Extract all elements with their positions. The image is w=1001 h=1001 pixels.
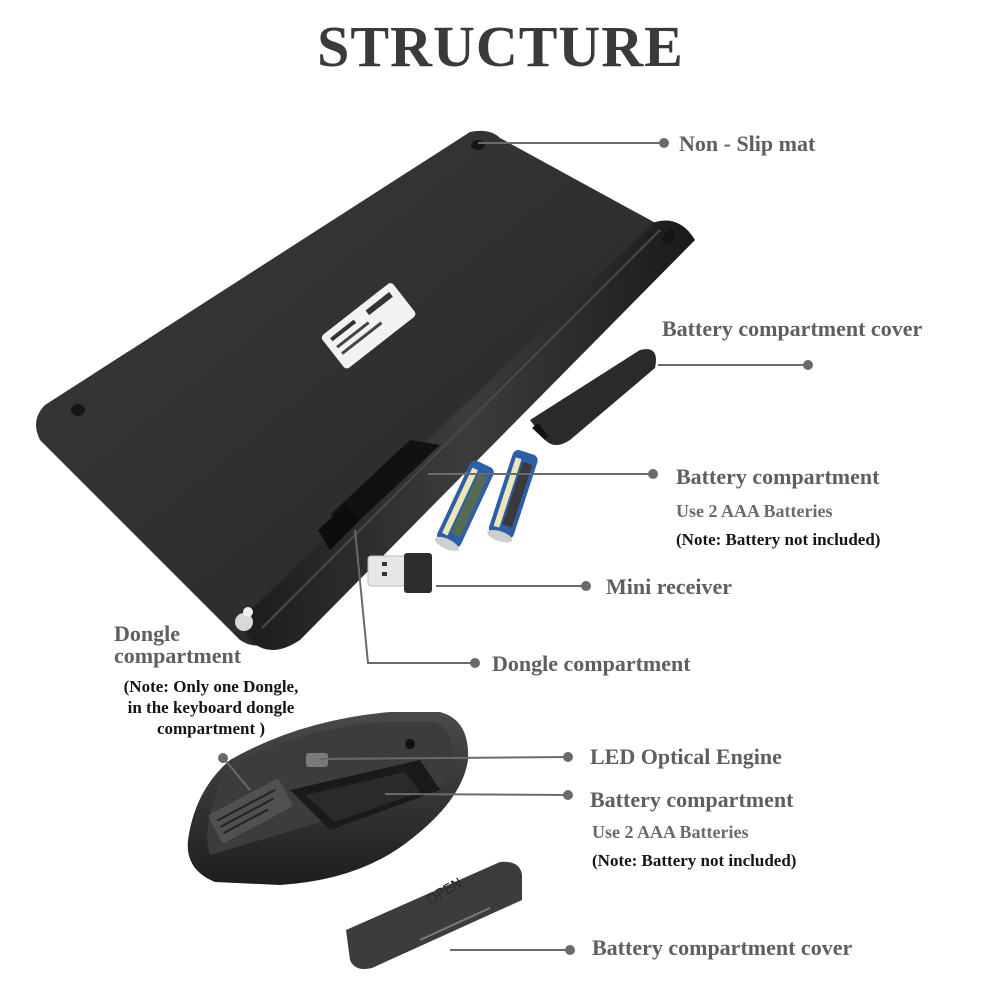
keyboard-battery-note: (Note: Battery not included) <box>676 530 881 549</box>
callout-keyboard-battery-compartment: Battery compartment <box>676 464 880 489</box>
callout-mouse-battery-compartment: Battery compartment <box>590 787 794 812</box>
keyboard-battery-cover-image <box>530 349 656 445</box>
aaa-batteries-image <box>434 450 538 552</box>
keyboard-battery-sub: Use 2 AAA Batteries <box>676 501 833 521</box>
callout-non-slip-mat: Non - Slip mat <box>679 131 816 156</box>
mouse-dongle-note: (Note: Only one Dongle, in the keyboard … <box>106 676 316 739</box>
mouse-image <box>187 712 469 885</box>
mini-receiver-image <box>367 553 432 593</box>
mouse-battery-cover-image: OPEN <box>346 861 522 969</box>
mouse-battery-sub: Use 2 AAA Batteries <box>592 822 749 842</box>
callout-keyboard-battery-cover: Battery compartment cover <box>662 316 923 341</box>
leader-lines <box>224 142 808 951</box>
page-title: STRUCTURE <box>317 14 684 79</box>
leader-dots <box>218 138 813 955</box>
mouse-dongle-note-line1: (Note: Only one Dongle, <box>123 677 299 696</box>
mouse-dongle-label-line1: Dongle <box>114 621 180 646</box>
callout-led-optical-engine: LED Optical Engine <box>590 744 782 769</box>
callout-mini-receiver: Mini receiver <box>606 574 733 599</box>
mouse-battery-note: (Note: Battery not included) <box>592 851 797 870</box>
keyboard-image <box>36 130 695 650</box>
callout-keyboard-dongle-compartment: Dongle compartment <box>492 651 691 676</box>
mouse-dongle-note-line3: compartment ) <box>156 719 266 738</box>
callout-mouse-battery-cover: Battery compartment cover <box>592 935 853 960</box>
mouse-dongle-note-line2: in the keyboard dongle <box>127 698 295 717</box>
mouse-dongle-label-line2: compartment <box>114 643 242 668</box>
